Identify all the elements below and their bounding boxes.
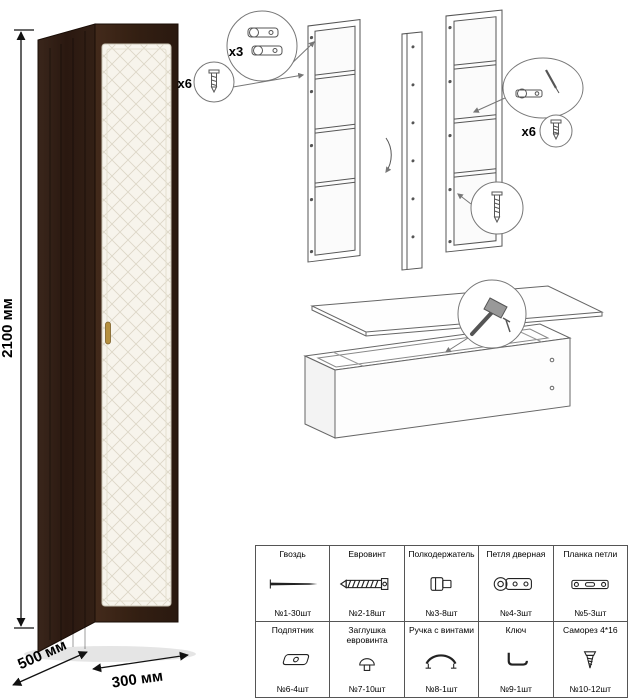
screw-callout-left: [193, 61, 305, 103]
part-cell-nail: Гвоздь №1-30шт: [256, 546, 331, 622]
cabinet-side-panel: [37, 23, 96, 653]
nail-icon: [264, 560, 322, 608]
door-quilt-pattern: [102, 44, 171, 606]
part-count: №1-30шт: [274, 608, 312, 618]
part-cell-door-hinge: Петля дверная №4-3шт: [479, 546, 554, 622]
hinge-mount-callout: [472, 57, 584, 119]
hinge-plate-icon: [561, 560, 619, 608]
part-count: №8-1шт: [425, 684, 458, 694]
part-name: Планка петли: [563, 549, 618, 559]
part-name: Заглушка евровинта: [346, 625, 388, 645]
hammer-icon: [470, 297, 511, 336]
join-direction-arrow: [385, 137, 392, 173]
door-hinge-icon: [487, 560, 545, 608]
part-name: Евровинт: [348, 549, 386, 559]
width-dimension-label: 300 мм: [111, 668, 164, 692]
part-name: Гвоздь: [279, 549, 306, 559]
door-handle: [105, 321, 111, 345]
hammer-callout: [444, 279, 527, 353]
part-count: №5-3шт: [574, 608, 607, 618]
part-name: Подпятник: [271, 625, 314, 635]
height-dimension-label: 2100 мм: [0, 298, 16, 358]
part-name: Петля дверная: [486, 549, 546, 559]
foot-pad-icon: [264, 636, 322, 684]
wood-grain-lines: [49, 31, 86, 649]
screw-count-left-label: x6: [178, 76, 192, 91]
part-cell-screw-cap: Заглушка евровинта №7-10шт: [330, 622, 405, 698]
shelf-support-icon: [412, 560, 470, 608]
part-count: №7-10шт: [348, 684, 386, 694]
dimension-lines: [12, 29, 189, 686]
part-name: Саморез 4*16: [563, 625, 618, 635]
part-cell-shelf-support: Полкодержатель №3-8шт: [404, 546, 480, 622]
euroscrew-icon: [338, 560, 396, 608]
part-name: Ключ: [505, 625, 527, 635]
part-cell-hinge-plate: Планка петли №5-3шт: [553, 546, 628, 622]
part-count: №3-8шт: [425, 608, 458, 618]
part-count: №6-4шт: [276, 684, 309, 694]
part-count: №9-1шт: [499, 684, 532, 694]
key-icon: [487, 636, 545, 684]
handle-icon: [412, 636, 470, 684]
screw-count-right-label: x6: [522, 124, 536, 139]
base-box-diagram: [303, 323, 572, 439]
part-cell-self-tapping-screw: Саморез 4*16 №10-12шт: [553, 622, 628, 698]
euroscrew-callout: [457, 181, 524, 235]
screw-cap-icon: [338, 645, 396, 684]
part-cell-handle: Ручка с винтами №8-1шт: [404, 622, 480, 698]
part-count: №4-3шт: [499, 608, 532, 618]
carcass-diagram-left: [307, 19, 361, 263]
screw-callout-right: [539, 114, 573, 148]
part-count: №10-12шт: [569, 684, 612, 694]
hinge-count-label: x3: [229, 44, 243, 59]
part-count: №2-18шт: [348, 608, 386, 618]
part-cell-foot-pad: Подпятник №6-4шт: [256, 622, 331, 698]
self-tapping-screw-icon: [561, 636, 619, 684]
hinge-callout: [226, 10, 315, 82]
part-name: Ручка с винтами: [408, 625, 474, 635]
parts-table: Гвоздь №1-30шт Евровинт №2-18ш: [255, 545, 628, 698]
part-cell-euroscrew: Евровинт №2-18шт: [330, 546, 405, 622]
wardrobe-illustration: [24, 23, 196, 662]
part-cell-key: Ключ №9-1шт: [479, 622, 554, 698]
back-panel-diagram: [310, 285, 604, 337]
part-name: Полкодержатель: [408, 549, 475, 559]
